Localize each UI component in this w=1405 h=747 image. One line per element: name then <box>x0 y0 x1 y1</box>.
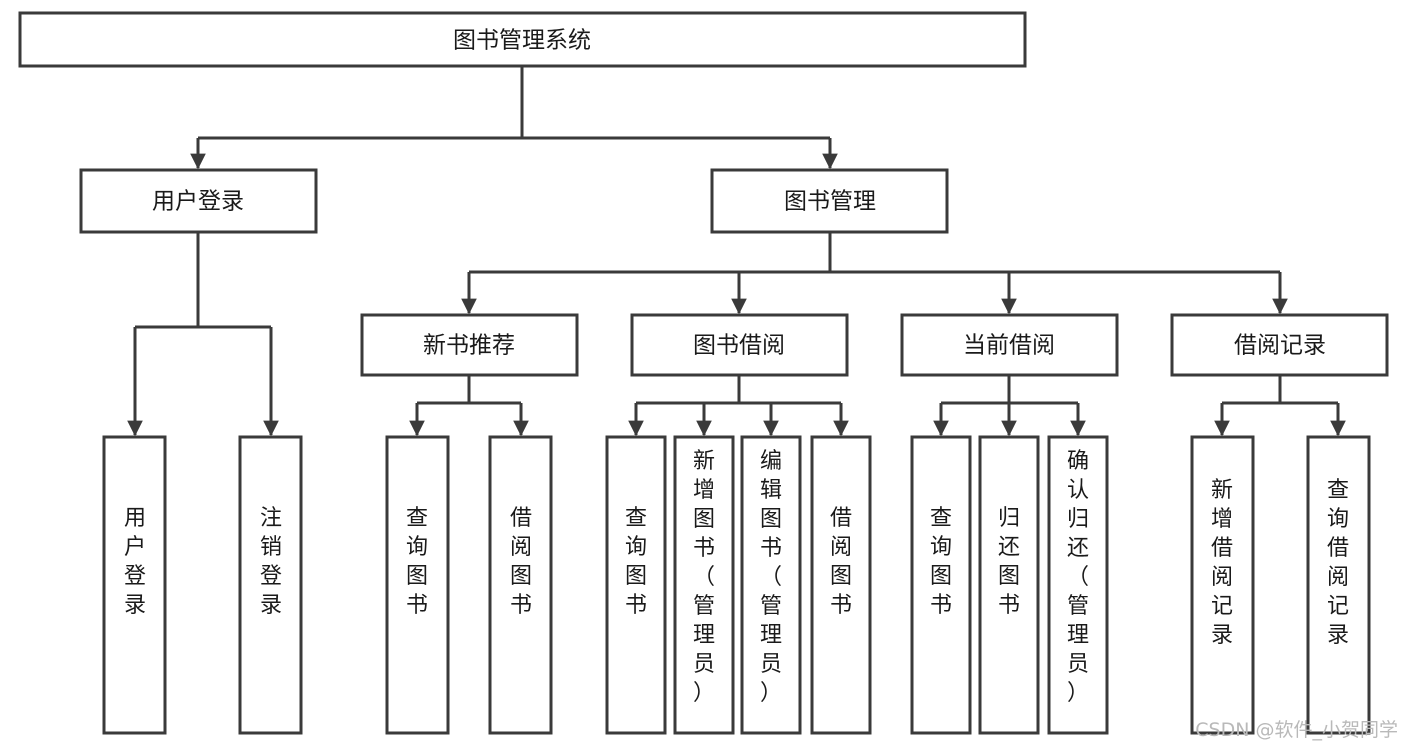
node-current-borrow-box[interactable] <box>900 313 1119 377</box>
leaf-user-login-1-box[interactable] <box>102 435 167 735</box>
leaf-new-book-1[interactable]: 查询图书 <box>385 435 450 735</box>
leaf-borrow-4-label: 借阅图书 <box>830 506 852 618</box>
leaf-user-login-1[interactable]: 用户登录 <box>102 435 167 735</box>
leaf-new-book-2[interactable]: 借阅图书 <box>488 435 553 735</box>
leaf-current-3-label: 确认归还（管理员） <box>1067 449 1089 706</box>
node-book-management[interactable]: 图书管理 <box>710 168 949 234</box>
leaf-records-1-box[interactable] <box>1190 435 1255 735</box>
connector-layer <box>127 66 1346 437</box>
leaf-borrow-1[interactable]: 查询图书 <box>605 435 667 735</box>
leaf-new-book-2-box[interactable] <box>488 435 553 735</box>
leaf-borrow-1-box[interactable] <box>605 435 667 735</box>
leaf-borrow-2-label: 新增图书（管理员） <box>693 449 715 706</box>
leaf-current-3-box[interactable] <box>1047 435 1109 735</box>
leaf-current-1-label: 查询图书 <box>930 506 952 618</box>
node-current-borrow[interactable]: 当前借阅 <box>900 313 1119 377</box>
leaf-new-book-2-label: 借阅图书 <box>510 506 532 618</box>
node-borrow-records-box[interactable] <box>1170 313 1389 377</box>
leaf-user-login-1-label: 用户登录 <box>124 506 146 618</box>
leaf-borrow-2[interactable]: 新增图书（管理员） <box>673 435 735 735</box>
leaf-current-1[interactable]: 查询图书 <box>910 435 972 735</box>
leaf-records-2-box[interactable] <box>1306 435 1371 735</box>
leaf-records-1[interactable]: 新增借阅记录 <box>1190 435 1255 735</box>
csdn-watermark: CSDN @软件_小贺同学 <box>1195 719 1398 741</box>
leaf-user-login-2-label: 注销登录 <box>260 506 282 618</box>
leaf-records-1-label: 新增借阅记录 <box>1211 478 1233 648</box>
node-borrow-records[interactable]: 借阅记录 <box>1170 313 1389 377</box>
leaf-borrow-2-box[interactable] <box>673 435 735 735</box>
node-new-book-recommend-box[interactable] <box>360 313 579 377</box>
node-root[interactable]: 图书管理系统 <box>18 11 1027 68</box>
leaf-borrow-3[interactable]: 编辑图书（管理员） <box>740 435 802 735</box>
leaf-borrow-3-label: 编辑图书（管理员） <box>760 449 782 706</box>
leaf-borrow-4[interactable]: 借阅图书 <box>810 435 872 735</box>
leaf-borrow-4-box[interactable] <box>810 435 872 735</box>
leaf-current-1-box[interactable] <box>910 435 972 735</box>
leaf-new-book-1-label: 查询图书 <box>406 506 428 618</box>
leaf-current-2[interactable]: 归还图书 <box>978 435 1040 735</box>
node-borrow-records-label: 借阅记录 <box>1234 333 1326 359</box>
node-current-borrow-label: 当前借阅 <box>963 333 1055 359</box>
node-book-borrow[interactable]: 图书借阅 <box>630 313 849 377</box>
leaf-user-login-2-box[interactable] <box>238 435 303 735</box>
leaf-borrow-3-box[interactable] <box>740 435 802 735</box>
node-new-book-recommend[interactable]: 新书推荐 <box>360 313 579 377</box>
leaf-borrow-1-label: 查询图书 <box>625 506 647 618</box>
node-root-box[interactable] <box>18 11 1027 68</box>
node-book-borrow-box[interactable] <box>630 313 849 377</box>
node-book-borrow-label: 图书借阅 <box>693 333 785 359</box>
leaf-current-2-label: 归还图书 <box>998 506 1020 618</box>
leaf-new-book-1-box[interactable] <box>385 435 450 735</box>
node-new-book-recommend-label: 新书推荐 <box>423 333 515 359</box>
node-user-login-label: 用户登录 <box>152 189 244 215</box>
node-user-login[interactable]: 用户登录 <box>79 168 318 234</box>
leaf-current-2-box[interactable] <box>978 435 1040 735</box>
node-user-login-box[interactable] <box>79 168 318 234</box>
leaf-records-2-label: 查询借阅记录 <box>1327 478 1349 648</box>
node-book-management-box[interactable] <box>710 168 949 234</box>
node-root-label: 图书管理系统 <box>453 28 591 54</box>
leaf-records-2[interactable]: 查询借阅记录 <box>1306 435 1371 735</box>
node-book-management-label: 图书管理 <box>784 189 876 215</box>
leaf-user-login-2[interactable]: 注销登录 <box>238 435 303 735</box>
leaf-current-3[interactable]: 确认归还（管理员） <box>1047 435 1109 735</box>
